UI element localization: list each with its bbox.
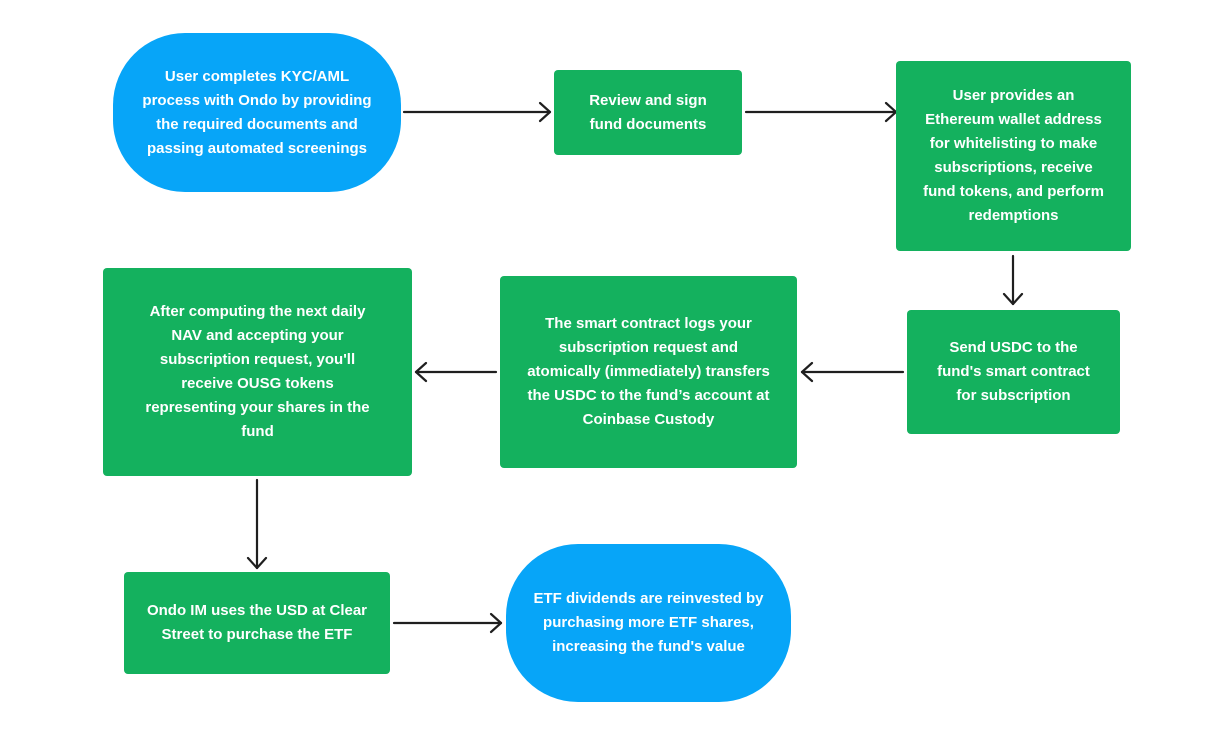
- step-receive-ousg-box: After computing the next daily NAV and a…: [103, 268, 412, 476]
- step-send-usdc-text: Send USDC to the fund's smart contract f…: [937, 339, 1090, 404]
- step-receive-ousg-text: After computing the next daily NAV and a…: [145, 303, 370, 440]
- arrow-purchase-etf-to-dividends: [392, 612, 503, 634]
- step-wallet-box: User provides an Ethereum wallet address…: [896, 61, 1131, 251]
- step-dividends-text: ETF dividends are reinvested by purchasi…: [533, 590, 764, 655]
- step-purchase-etf-box: Ondo IM uses the USD at Clear Street to …: [124, 572, 390, 674]
- step-send-usdc-box: Send USDC to the fund's smart contract f…: [907, 310, 1120, 434]
- arrow-review-to-wallet: [744, 101, 898, 123]
- arrow-receive-ousg-to-purchase-etf: [246, 478, 268, 570]
- arrow-send-usdc-to-smart-contract: [800, 361, 905, 383]
- step-kyc-box: User completes KYC/AML process with Ondo…: [113, 33, 401, 192]
- step-smart-contract-text: The smart contract logs your subscriptio…: [527, 315, 770, 428]
- step-wallet-text: User provides an Ethereum wallet address…: [923, 87, 1104, 224]
- step-review-box: Review and sign fund documents: [554, 70, 742, 155]
- step-smart-contract-box: The smart contract logs your subscriptio…: [500, 276, 797, 468]
- arrow-smart-contract-to-receive-ousg: [414, 361, 498, 383]
- step-kyc-text: User completes KYC/AML process with Ondo…: [142, 67, 372, 157]
- step-review-text: Review and sign fund documents: [589, 91, 707, 133]
- step-purchase-etf-text: Ondo IM uses the USD at Clear Street to …: [146, 602, 368, 643]
- arrow-wallet-to-send-usdc: [1002, 254, 1024, 306]
- step-dividends-box: ETF dividends are reinvested by purchasi…: [506, 544, 791, 702]
- arrow-kyc-to-review: [402, 101, 552, 123]
